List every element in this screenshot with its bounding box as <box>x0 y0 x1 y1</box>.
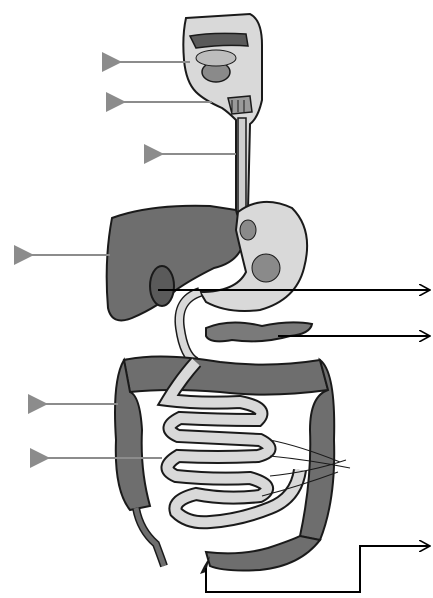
pancreas <box>206 322 312 341</box>
nasal-cavity <box>190 33 248 48</box>
appendix <box>136 508 164 566</box>
esophagus <box>238 118 246 212</box>
sigmoid-colon <box>206 536 320 571</box>
large-intestine <box>115 356 334 574</box>
oral-cavity <box>196 50 236 66</box>
gallbladder <box>150 266 174 306</box>
stomach-fundus-spot <box>240 220 256 240</box>
head <box>183 14 262 212</box>
transverse-colon <box>124 356 328 394</box>
stomach-body-spot <box>252 254 280 282</box>
